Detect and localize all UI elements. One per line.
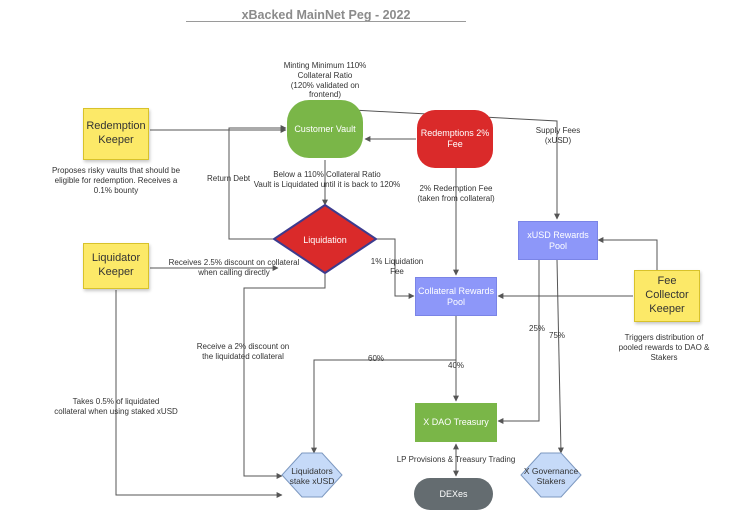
collateral-rewards-pool-label: Collateral Rewards Pool — [417, 285, 495, 307]
edge-fee-collector-to-xusd-pool — [597, 237, 658, 270]
fee-collector-keeper-label: Fee Collector Keeper — [645, 275, 689, 315]
governance-stakers-hexagon[interactable] — [520, 452, 582, 498]
xusd-rewards-pool-label: xUSD Rewards Pool — [527, 229, 589, 251]
governance-stakers-label-box: X Governance Stakers — [523, 464, 579, 488]
edge-vault-to-xusd-pool — [352, 109, 560, 220]
liquidation-diamond[interactable] — [272, 203, 378, 275]
dao-treasury-label: X DAO Treasury — [423, 417, 489, 428]
redemption-keeper-label: Redemption Keeper — [86, 120, 146, 146]
governance-stakers-label: X Governance Stakers — [523, 465, 579, 486]
dexes-node[interactable]: DEXes — [414, 478, 493, 510]
title-underline — [186, 21, 466, 22]
redemption-fee-note: 2% Redemption Fee(taken from collateral) — [417, 184, 495, 203]
xusd-rewards-pool-node[interactable]: xUSD Rewards Pool — [518, 221, 598, 260]
edge-xusd-pool-25-to-treasury — [497, 260, 540, 424]
lp-provisions-note: LP Provisions & Treasury Trading — [396, 455, 516, 464]
liquidators-stake-label: Liquidators stake xUSD — [289, 465, 335, 486]
diagram-title: xBacked MainNet Peg - 2022 — [241, 8, 411, 22]
minting-ratio-note: Minting Minimum 110%Collateral Ratio(120… — [283, 61, 367, 100]
redemptions-fee-label: Redemptions 2% Fee — [420, 128, 490, 149]
edge-xusd-pool-75-to-governance — [556, 259, 564, 454]
return-debt-note: Return Debt — [207, 174, 251, 183]
fee-collector-keeper-node[interactable]: Fee Collector Keeper — [634, 270, 700, 322]
redemption-keeper-node[interactable]: Redemption Keeper — [83, 108, 149, 160]
customer-vault-node[interactable]: Customer Vault — [287, 100, 363, 158]
split-25-label: 25% — [529, 324, 546, 333]
edge-liquidation-discount-to-stake — [243, 256, 326, 479]
split-75-label: 75% — [549, 331, 566, 340]
edge-liquidator-takes-to-stake — [115, 290, 283, 498]
supply-fees-note: Supply Fees(xUSD) — [535, 126, 581, 145]
liquidators-stake-hexagon[interactable] — [281, 452, 343, 498]
liquidator-keeper-node[interactable]: Liquidator Keeper — [83, 243, 149, 289]
split-60-label: 60% — [368, 354, 385, 363]
edge-liquidation-return-debt — [228, 125, 287, 240]
liquidators-stake-label-box: Liquidators stake xUSD — [284, 464, 340, 488]
liquidator-keeper-label: Liquidator Keeper — [91, 252, 141, 278]
split-40-label: 40% — [448, 361, 465, 370]
collateral-rewards-pool-node[interactable]: Collateral Rewards Pool — [415, 277, 497, 316]
customer-vault-label: Customer Vault — [294, 123, 356, 134]
edge-liquidation-to-collateral-pool — [375, 238, 415, 299]
redemptions-fee-node[interactable]: Redemptions 2% Fee — [417, 110, 493, 168]
dao-treasury-node[interactable]: X DAO Treasury — [415, 403, 497, 442]
liquidation-label: Liquidation — [303, 235, 347, 245]
liquidation-label-box: Liquidation — [285, 231, 365, 249]
dexes-label: DEXes — [439, 489, 468, 499]
